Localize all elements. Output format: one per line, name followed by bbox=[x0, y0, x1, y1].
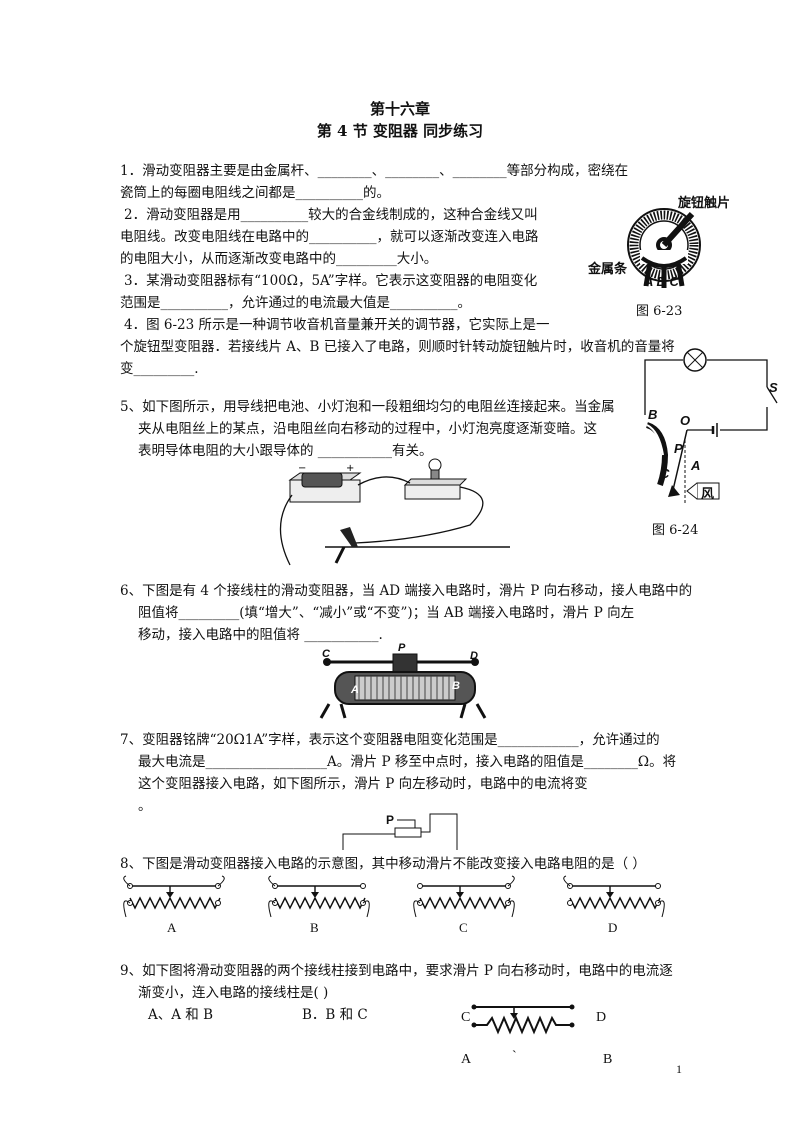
q8-diagram-3 bbox=[563, 875, 665, 918]
q8-option-C: C bbox=[459, 920, 468, 935]
fig623-knob-diagram bbox=[627, 208, 701, 288]
fig623-knob-label: 旋钮触片 bbox=[678, 196, 731, 211]
section-title: 第 4 节 变阻器 同步练习 bbox=[316, 122, 484, 140]
rheostat-P-label: P bbox=[398, 642, 406, 654]
q8-options-figure bbox=[123, 875, 665, 918]
q9-figure-A-label: A bbox=[461, 1052, 472, 1067]
fig624-O-label: O bbox=[680, 413, 691, 428]
q4-line1: 4．图 6-23 所示是一种调节收音机音量兼开关的调节器，它实际上是一 bbox=[124, 317, 550, 333]
q2-line1: 2．滑动变阻器是用__________较大的合金线制成的，这种合金线又叫 bbox=[124, 207, 538, 223]
fig623-caption: 图 6-23 bbox=[636, 304, 683, 319]
q9-figure-tick: ` bbox=[512, 1049, 517, 1064]
q9-figure-C-label: C bbox=[461, 1010, 471, 1025]
q7-figure-P-label: P bbox=[386, 813, 395, 827]
q8-diagram-2 bbox=[413, 875, 515, 918]
q9-figure-D-label: D bbox=[596, 1010, 607, 1025]
q1-line1: 1．滑动变阻器主要是由金属杆、________、________、_______… bbox=[120, 163, 629, 179]
fig623-abc-labels: A B C bbox=[644, 274, 679, 289]
svg-text:−: − bbox=[298, 463, 306, 474]
q9-line2: 渐变小，连入电路的接线柱是( ) bbox=[138, 985, 329, 1001]
q1-line2: 瓷筒上的每圈电阻线之间都是__________的。 bbox=[120, 185, 390, 201]
rheostat-C-label: C bbox=[322, 648, 330, 660]
fig624-caption: 图 6-24 bbox=[652, 523, 699, 538]
q9-line1: 9、如下图将滑动变阻器的两个接线柱接到电路中，要求滑片 P 向右移动时，电路中的… bbox=[120, 963, 673, 979]
q3-line2: 范围是__________，允许通过的电流最大值是__________。 bbox=[120, 295, 471, 311]
fig624-S-label: S bbox=[769, 380, 778, 395]
chapter-title: 第十六章 bbox=[369, 100, 430, 118]
q6-rheostat-figure bbox=[319, 653, 487, 719]
q4-line3: 变_________. bbox=[120, 361, 199, 377]
q7-line3: 这个变阻器接入电路，如下图所示，滑片 P 向左移动时，电路中的电流将变 bbox=[138, 776, 588, 792]
q9-figure-B-label: B bbox=[603, 1052, 613, 1067]
fig623-strip-label: 金属条 bbox=[588, 262, 628, 277]
q2-line2: 电阻线。改变电阻线在电路中的__________，就可以逐渐改变连入电路 bbox=[120, 229, 539, 245]
q9-option-A: A、A 和 B bbox=[148, 1007, 214, 1023]
q7-line4: 。 bbox=[138, 798, 152, 814]
q8-option-D: D bbox=[608, 920, 618, 935]
q6-line2: 阻值将_________(填“增大”、“减小”或“不变”)；当 AB 端接入电路… bbox=[138, 605, 635, 621]
fig624-B-label: B bbox=[648, 407, 658, 422]
fig624-circuit-figure bbox=[644, 348, 778, 505]
page-number: 1 bbox=[676, 1062, 682, 1076]
q9-option-B: B．B 和 C bbox=[302, 1007, 368, 1023]
q6-line1: 6、下图是有 4 个接线柱的滑动变阻器，当 AD 端接入电路时，滑片 P 向右移… bbox=[120, 583, 693, 599]
q5-line3: 表明导体电阻的大小跟导体的 ___________有关。 bbox=[138, 443, 433, 459]
q5-line1: 5、如下图所示，用导线把电池、小灯泡和一段粗细均匀的电阻丝连接起来。当金属 bbox=[120, 399, 615, 415]
rheostat-A-label: A bbox=[351, 684, 359, 696]
fig624-P-label: P bbox=[674, 441, 683, 456]
svg-text:+: + bbox=[346, 463, 354, 474]
q8-diagram-1 bbox=[268, 875, 370, 918]
q8-option-B: B bbox=[310, 920, 319, 935]
q8-line1: 8、下图是滑动变阻器接入电路的示意图，其中移动滑片不能改变接入电路电阻的是（ ） bbox=[120, 856, 646, 872]
q8-diagram-0 bbox=[123, 875, 225, 918]
rheostat-D-label: D bbox=[470, 650, 478, 662]
fig624-A-label: A bbox=[691, 458, 701, 473]
fig624-wind-label: 风 bbox=[701, 487, 715, 502]
q4-line2: 个旋钮型变阻器．若接线片 A、B 已接入了电路，则顺时针转动旋钮触片时，收音机的… bbox=[120, 339, 675, 355]
fig624-C-label: C bbox=[660, 466, 670, 481]
q8-option-A: A bbox=[167, 920, 177, 935]
q6-line3: 移动，接入电路中的阻值将 ___________. bbox=[138, 627, 383, 643]
q3-line1: 3．某滑动变阻器标有“100Ω，5A”字样。它表示这变阻器的电阻变化 bbox=[124, 273, 538, 289]
q7-line2: 最大电流是__________________A。滑片 P 移至中点时，接入电路… bbox=[138, 754, 677, 770]
q7-line1: 7、变阻器铭牌“20Ω1A”字样，表示这个变阻器电阻变化范围是_________… bbox=[120, 732, 660, 748]
q5-circuit-figure: − + bbox=[279, 458, 510, 566]
rheostat-B-label: B bbox=[452, 680, 460, 692]
q5-line2: 夹从电阻丝上的某点，沿电阻丝向右移动的过程中，小灯泡亮度逐渐变暗。这 bbox=[138, 421, 597, 437]
q2-line3: 的电阻大小，从而逐渐改变电路中的_________大小。 bbox=[120, 251, 438, 267]
q7-rheostat-figure bbox=[342, 813, 458, 850]
q9-rheostat-figure bbox=[471, 1004, 575, 1035]
